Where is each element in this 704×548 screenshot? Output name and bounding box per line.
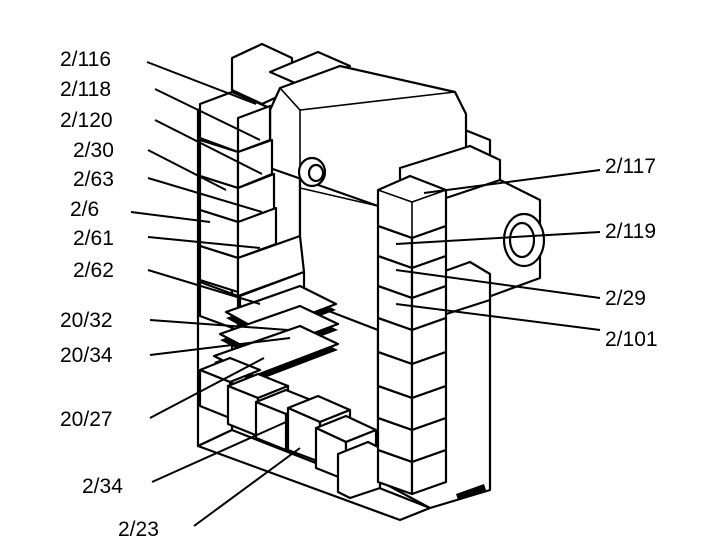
callout-2-118: 2/118 bbox=[60, 78, 111, 101]
callout-2-30: 2/30 bbox=[73, 139, 114, 162]
callout-20-32: 20/32 bbox=[60, 309, 113, 332]
leader-lines bbox=[130, 61, 601, 527]
callout-2-116: 2/116 bbox=[60, 48, 111, 71]
bottom-fuse-row bbox=[198, 356, 382, 500]
callout-2-23: 2/23 bbox=[118, 518, 159, 541]
callout-2-62: 2/62 bbox=[73, 259, 114, 282]
callout-2-29: 2/29 bbox=[605, 287, 646, 310]
right-fuse-column bbox=[376, 174, 486, 500]
callout-2-6: 2/6 bbox=[70, 198, 99, 221]
callout-2-63: 2/63 bbox=[73, 168, 114, 191]
left-fuse-column bbox=[198, 90, 306, 332]
callout-2-61: 2/61 bbox=[73, 227, 114, 250]
callout-2-120: 2/120 bbox=[60, 109, 113, 132]
callout-20-34: 20/34 bbox=[60, 344, 113, 367]
callout-2-34: 2/34 bbox=[82, 475, 123, 498]
callout-2-101: 2/101 bbox=[605, 328, 658, 351]
callouts-left: 2/116 2/118 2/120 2/30 2/63 2/6 2/61 2/6… bbox=[60, 48, 159, 541]
callout-20-27: 20/27 bbox=[60, 408, 113, 431]
callouts-right: 2/117 2/119 2/29 2/101 bbox=[605, 155, 658, 351]
callout-2-117: 2/117 bbox=[605, 155, 656, 178]
callout-2-119: 2/119 bbox=[605, 220, 656, 243]
